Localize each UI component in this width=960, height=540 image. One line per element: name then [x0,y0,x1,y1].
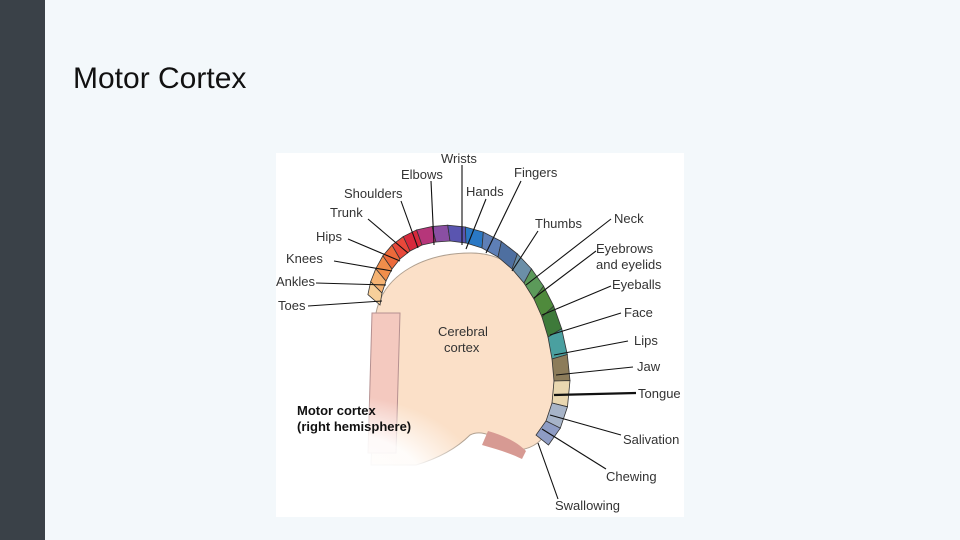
label-shoulders: Shoulders [344,186,403,201]
slide-title: Motor Cortex [73,62,247,95]
label-face: Face [624,305,653,320]
label-toes: Toes [278,298,306,313]
label-lips: Lips [634,333,658,348]
label-ankles: Ankles [276,274,316,289]
label-elbows: Elbows [401,167,443,182]
slide-sidebar-bar [0,0,45,540]
label-hips: Hips [316,229,343,244]
label-thumbs: Thumbs [535,216,582,231]
label-tongue: Tongue [638,386,681,401]
label-swallowing: Swallowing [555,498,620,513]
caption-line1: Motor cortex [297,403,377,418]
label-hands: Hands [466,184,504,199]
motor-cortex-figure: Wrists Elbows Fingers Shoulders Hands Tr… [276,153,684,517]
label-eyeballs: Eyeballs [612,277,662,292]
band-segment-tongue [551,353,571,382]
motor-cortex-diagram: Wrists Elbows Fingers Shoulders Hands Tr… [276,153,681,517]
caption-line2: (right hemisphere) [297,419,411,434]
fade-overlay [276,343,536,517]
label-knees: Knees [286,251,323,266]
label-chewing: Chewing [606,469,657,484]
band-segment-hands [447,224,467,244]
label-trunk: Trunk [330,205,363,220]
label-eyebrows-line2: and eyelids [596,257,662,272]
label-wrists: Wrists [441,153,477,166]
leader-lines [307,165,637,500]
label-eyebrows-line1: Eyebrows [596,241,654,256]
center-label-line2: cortex [444,340,480,355]
label-salivation: Salivation [623,432,679,447]
center-label-line1: Cerebral [438,324,488,339]
label-fingers: Fingers [514,165,558,180]
label-jaw: Jaw [637,359,661,374]
label-neck: Neck [614,211,644,226]
